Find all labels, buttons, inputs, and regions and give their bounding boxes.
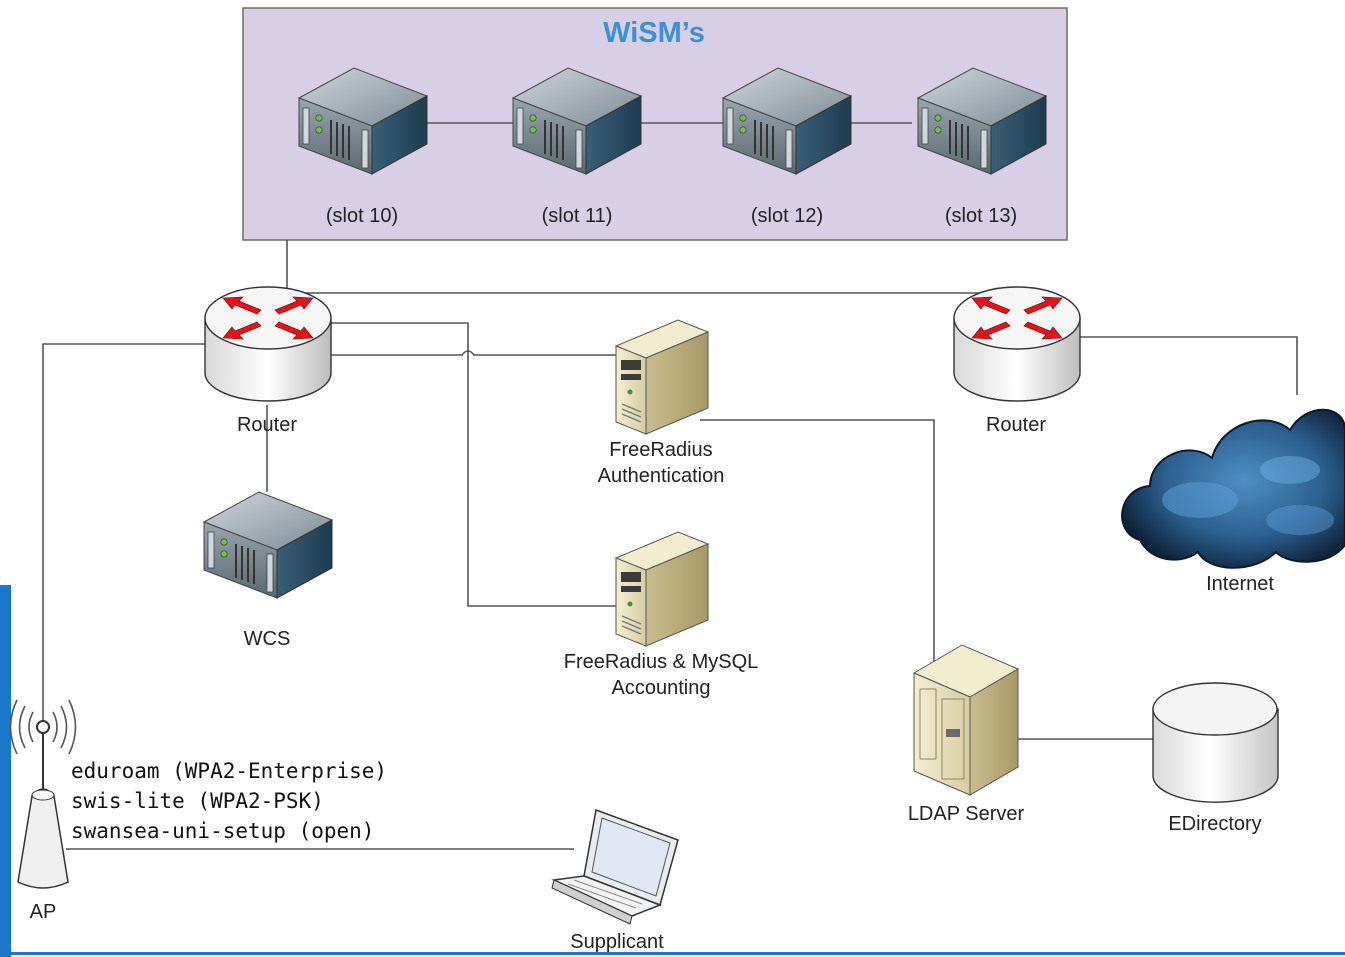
internet-label: Internet — [1206, 573, 1274, 595]
freeradius-acct-label-line2: Accounting — [612, 677, 711, 699]
slot-label-12: (slot 12) — [751, 205, 823, 227]
ldap-server-icon — [912, 644, 1020, 796]
ssid-swansea-uni-setup: swansea-uni-setup (open) — [71, 819, 374, 843]
ssid-swis-lite: swis-lite (WPA2-PSK) — [71, 789, 324, 813]
internet-cloud-icon — [1121, 408, 1345, 569]
edirectory-label: EDirectory — [1168, 813, 1261, 835]
wism-title: WiSM’s — [603, 17, 705, 49]
side-strip — [0, 585, 11, 957]
access-point-icon — [9, 699, 77, 889]
freeradius-auth-server-icon — [615, 319, 709, 435]
edirectory-database-icon — [1152, 682, 1279, 803]
ssid-eduroam: eduroam (WPA2-Enterprise) — [71, 759, 387, 783]
ldap-server-label: LDAP Server — [908, 803, 1025, 825]
bottom-rule — [0, 952, 1345, 955]
wcs-label: WCS — [244, 628, 291, 650]
freeradius-auth-label-line1: FreeRadius — [609, 439, 712, 461]
freeradius-auth-label-line2: Authentication — [598, 465, 725, 487]
router-right-icon — [953, 286, 1081, 402]
slot-label-10: (slot 10) — [326, 205, 398, 227]
router-left-icon — [204, 286, 332, 402]
slot-label-11: (slot 11) — [542, 205, 613, 227]
slot-label-13: (slot 13) — [945, 205, 1017, 227]
laptop-icon — [551, 808, 679, 925]
ap-label: AP — [30, 901, 57, 923]
router-left-label: Router — [237, 414, 297, 436]
wcs-server-icon — [203, 491, 333, 599]
router-right-label: Router — [986, 414, 1046, 436]
freeradius-acct-server-icon — [615, 531, 709, 647]
freeradius-acct-label-line1: FreeRadius & MySQL — [564, 651, 759, 673]
supplicant-label: Supplicant — [570, 931, 664, 953]
